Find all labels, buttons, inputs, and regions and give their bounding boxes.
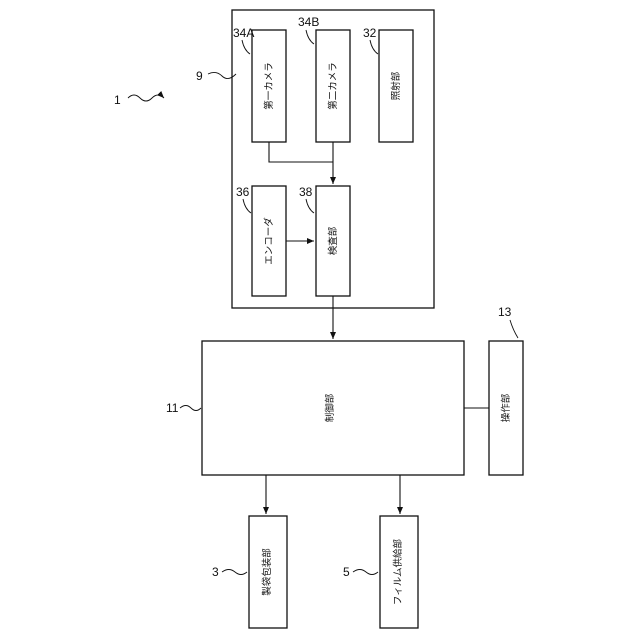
operation-leader [510, 320, 518, 338]
controller-label: 制御部 [324, 394, 336, 423]
irradiation-ref: 32 [363, 26, 377, 40]
inspection-unit-ref: 9 [196, 69, 203, 83]
bag-maker-ref: 3 [212, 565, 219, 579]
film-supply-ref: 5 [343, 565, 350, 579]
controller-leader [180, 406, 201, 411]
first-camera-ref: 34A [233, 26, 254, 40]
encoder-label: エンコーダ [263, 217, 275, 265]
inspection-ref: 38 [299, 185, 313, 199]
controller-ref: 11 [166, 401, 179, 415]
operation-label: 操作部 [500, 394, 512, 423]
encoder-ref: 36 [236, 185, 250, 199]
inspection-label: 検査部 [327, 227, 339, 256]
bag-maker-label: 製袋包装部 [261, 548, 273, 596]
film-supply-label: フィルム供給部 [392, 539, 404, 605]
irradiation-label: 照射部 [390, 72, 402, 101]
first-camera-label: 第一カメラ [263, 62, 275, 110]
operation-ref: 13 [498, 305, 512, 319]
bag-maker-leader [222, 570, 247, 575]
second-camera-label: 第二カメラ [327, 62, 339, 110]
second-camera-ref: 34B [298, 15, 319, 29]
system-ref-label: 1 [114, 93, 121, 107]
system-ref-leader [128, 95, 164, 101]
film-supply-leader [353, 570, 378, 575]
